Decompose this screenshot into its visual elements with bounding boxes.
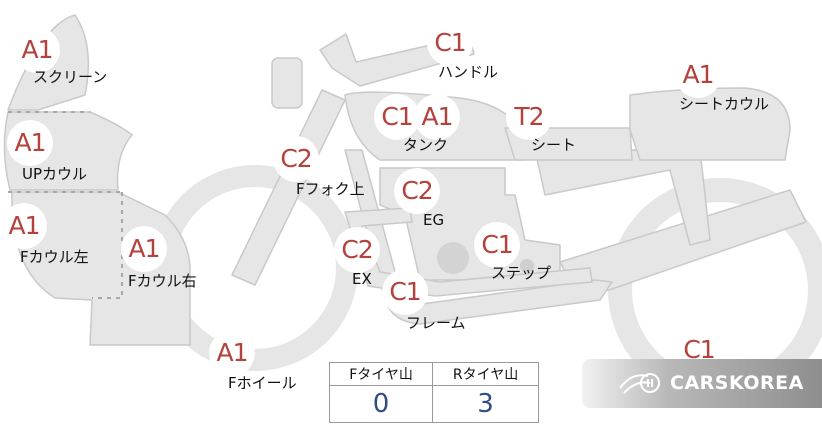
rear-tyre-header: Rタイヤ山 — [432, 362, 539, 386]
label-screen: スクリーン — [33, 68, 108, 86]
badge-frame[interactable]: C1 — [382, 269, 428, 315]
step-peg-shape — [520, 259, 534, 273]
front-tyre-value: 0 — [328, 385, 434, 423]
badge-f-cowl-left[interactable]: A1 — [1, 203, 47, 249]
seat-cowl-shape — [629, 87, 791, 161]
badge-step[interactable]: C1 — [474, 222, 520, 268]
label-frame: フレーム — [406, 314, 466, 332]
badge-handle[interactable]: C1 — [427, 20, 473, 66]
label-ex: EX — [352, 270, 372, 288]
tyre-table-header-row: Fタイヤ山 Rタイヤ山 — [328, 362, 539, 386]
label-f-cowl-right: Fカウル右 — [128, 272, 197, 290]
label-f-fork: Fフォク上 — [296, 180, 365, 198]
label-f-cowl-left: Fカウル左 — [20, 248, 89, 266]
badge-seat-cowl[interactable]: A1 — [675, 52, 721, 98]
label-seat-cowl: シートカウル — [679, 95, 770, 113]
label-f-wheel: Fホイール — [228, 374, 297, 392]
badge-ex[interactable]: C2 — [334, 227, 380, 273]
tyre-table-value-row: 0 3 — [328, 385, 539, 423]
engine-cover-shape — [437, 242, 469, 274]
f-cowl-divider-v — [92, 192, 123, 299]
rear-tyre-value: 3 — [432, 385, 539, 423]
tyre-tread-table: Fタイヤ山 Rタイヤ山 0 3 — [328, 362, 539, 423]
badge-tank-a[interactable]: A1 — [414, 94, 460, 140]
badge-up-cowl[interactable]: A1 — [7, 120, 53, 166]
label-seat: シート — [531, 136, 577, 154]
label-handle: ハンドル — [438, 63, 499, 81]
badge-tank-c[interactable]: C1 — [374, 94, 420, 140]
badge-eg[interactable]: C2 — [394, 168, 440, 214]
label-step: ステップ — [491, 264, 552, 282]
badge-screen[interactable]: A1 — [14, 27, 60, 73]
label-up-cowl: UPカウル — [22, 165, 88, 183]
badge-f-cowl-right[interactable]: A1 — [121, 226, 167, 272]
badge-f-wheel[interactable]: A1 — [209, 330, 255, 376]
handle-grip-shape — [271, 57, 303, 109]
front-fork-shape — [231, 89, 346, 286]
badge-f-fork[interactable]: C2 — [273, 136, 319, 182]
label-eg: EG — [423, 211, 445, 229]
carskorea-logo-icon — [619, 373, 660, 394]
badge-seat[interactable]: T2 — [506, 94, 552, 140]
front-tyre-header: Fタイヤ山 — [328, 362, 434, 386]
watermark-text: CARSKOREA — [670, 372, 804, 394]
carskorea-watermark: CARSKOREA — [582, 359, 822, 408]
label-tank: タンク — [403, 136, 449, 154]
